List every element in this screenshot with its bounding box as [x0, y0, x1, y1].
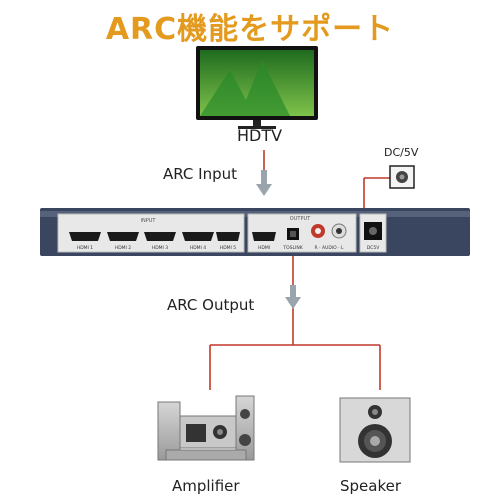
arrow-icon — [285, 285, 301, 309]
arrow-icon — [256, 170, 272, 196]
port-label: HDMI — [258, 245, 270, 251]
output-label: OUTPUT — [290, 216, 311, 222]
hdtv-label: HDTV — [237, 126, 283, 145]
arc-input-label: ARC Input — [163, 165, 238, 183]
speaker-label: Speaker — [340, 477, 402, 495]
port-label: HDMI 1 — [77, 245, 93, 251]
port-label: HDMI 2 — [115, 245, 131, 251]
port-label: HDMI 5 — [220, 245, 236, 251]
port-label: TOSLINK — [282, 245, 303, 251]
amplifier-icon — [157, 395, 255, 461]
port-label: HDMI 4 — [190, 245, 206, 251]
dc-jack-icon — [389, 165, 415, 189]
speaker-icon — [339, 397, 411, 463]
hdmi-input-ports — [69, 232, 240, 241]
page-title: ARC機能をサポート — [105, 12, 395, 47]
arc-output-label: ARC Output — [167, 296, 255, 314]
dc-label: DC/5V — [384, 146, 419, 159]
audio-rca-ports — [311, 223, 347, 239]
wires — [209, 150, 390, 390]
tv-icon — [196, 46, 318, 129]
input-label: INPUT — [141, 218, 157, 224]
dc-port — [364, 222, 382, 240]
hdmi-output-port — [252, 232, 276, 241]
port-label: DC5V — [367, 245, 380, 251]
port-label: R · AUDIO · L — [315, 245, 344, 251]
amplifier-label: Amplifier — [172, 477, 240, 495]
port-label: HDMI 3 — [152, 245, 168, 251]
toslink-port — [287, 228, 299, 240]
